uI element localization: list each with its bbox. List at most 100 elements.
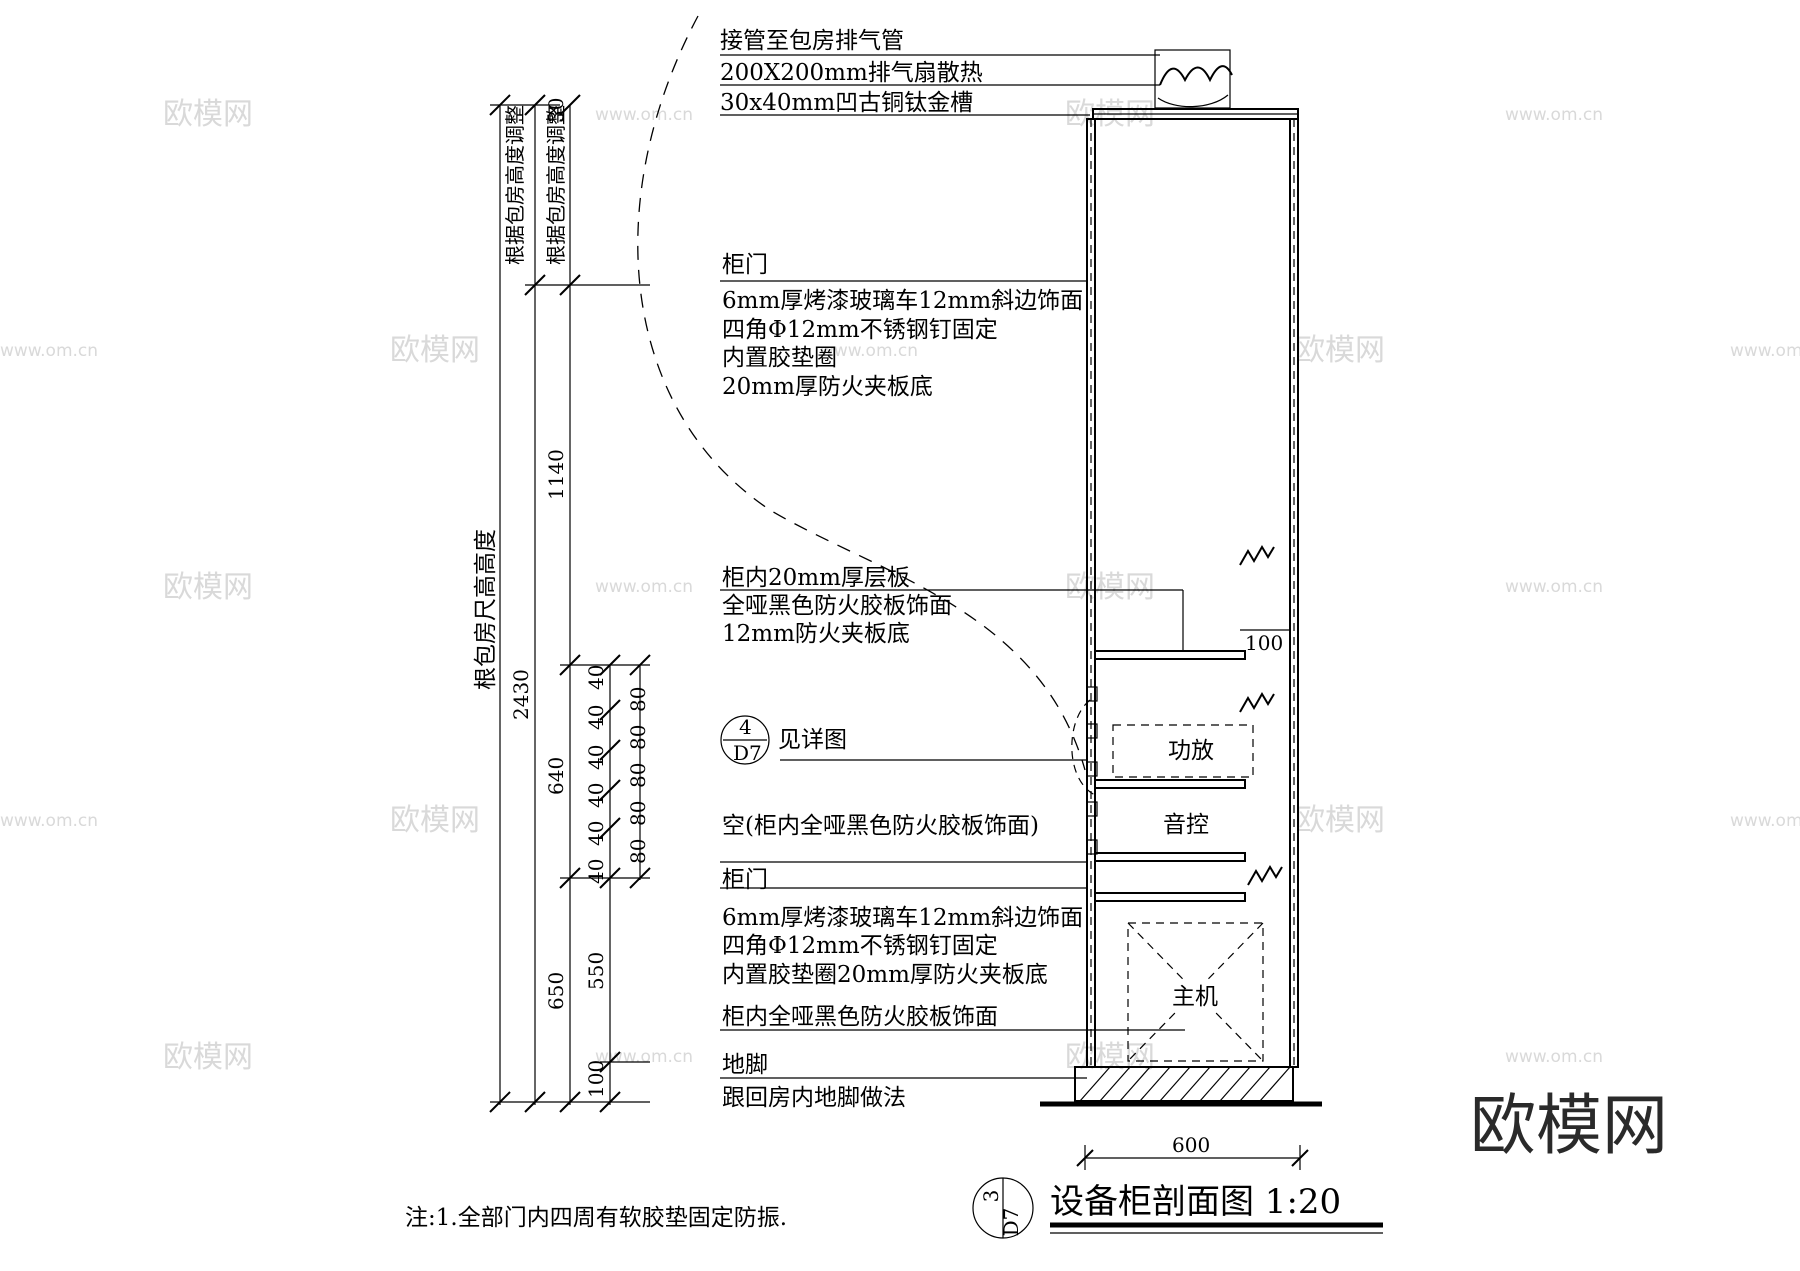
dim-stack-80: 80 — [626, 839, 650, 864]
width-dim-tick — [1291, 1149, 1309, 1167]
watermark-url: www.om.cn — [595, 577, 693, 597]
shelf-upper — [1094, 650, 1246, 660]
vent-block — [1086, 839, 1098, 855]
brand-watermark: 欧模网 — [1470, 1087, 1668, 1164]
label-shelf-line: 12mm防火夹板底 — [722, 621, 910, 647]
dim-adjust-2: 根据包房高度调整 — [544, 105, 568, 265]
label-shelf-title: 柜内20mm厚层板 — [722, 565, 910, 591]
label-door-line: 内置胶垫圈20mm厚防火夹板底 — [722, 962, 1048, 988]
label-door-line: 四角Φ12mm不锈钢钉固定 — [722, 933, 998, 959]
dim-extensions — [490, 104, 650, 1103]
label-see-detail: 见详图 — [778, 727, 847, 753]
watermark-brand: 欧模网 — [1065, 1040, 1155, 1075]
label-empty-note: 空(柜内全哑黑色防火胶板饰面) — [722, 813, 1039, 839]
watermark-url: www.om.cn — [1505, 577, 1603, 597]
break-icon — [1239, 545, 1275, 566]
vent-block — [1086, 801, 1098, 817]
watermark-url: www.om.cn — [0, 341, 98, 361]
dim-total-2430: 2430 — [509, 669, 533, 720]
label-shelf-line: 全哑黑色防火胶板饰面 — [722, 593, 952, 619]
shelf-gap-100: 100 — [1245, 631, 1283, 655]
base-plinth — [1074, 1066, 1294, 1102]
audio-label: 音控 — [1163, 812, 1209, 838]
label-door-line: 6mm厚烤漆玻璃车12mm斜边饰面 — [722, 288, 1083, 314]
dim-stack-40: 40 — [584, 745, 608, 770]
general-note: 注:1.全部门内四周有软胶垫固定防振. — [405, 1205, 787, 1231]
dim-stack-80: 80 — [626, 801, 650, 826]
dim-lower-550: 550 — [584, 952, 608, 990]
amp-label: 功放 — [1168, 738, 1214, 764]
label-door-title: 柜门 — [722, 867, 768, 893]
fan-icon — [1159, 65, 1233, 86]
host-label-bg — [1160, 982, 1230, 1012]
detail-callout-sheet: D7 — [733, 741, 762, 765]
break-icon — [1239, 692, 1275, 713]
vent-block — [1086, 723, 1098, 739]
dim-stack-80: 80 — [626, 687, 650, 712]
dim-lower-650: 650 — [544, 972, 568, 1010]
watermark-url: www.om.cn — [1730, 341, 1800, 361]
dim-base-100: 100 — [584, 1060, 608, 1098]
label-exhaust-pipe: 接管至包房排气管 — [720, 28, 904, 54]
dim-upper-1140: 1140 — [544, 449, 568, 500]
watermark-brand: 欧模网 — [1295, 803, 1385, 838]
title-callout-sheet: D7 — [999, 1208, 1023, 1237]
label-groove: 30x40mm凹古铜钛金槽 — [720, 90, 973, 116]
dim-stack-80: 80 — [626, 725, 650, 750]
title-block: 3 D7 设备柜剖面图 1:20 — [972, 1177, 1383, 1239]
watermark-brand: 欧模网 — [1295, 333, 1385, 368]
dim-stack-40: 40 — [584, 783, 608, 808]
host-label: 主机 — [1172, 984, 1218, 1010]
width-dimension: 600 — [1076, 1133, 1309, 1170]
watermark-url: www.om.cn — [1730, 811, 1800, 831]
shelf-audio — [1094, 852, 1246, 862]
dim-stack-80: 80 — [626, 763, 650, 788]
label-foot-title: 地脚 — [722, 1052, 768, 1078]
label-fan: 200X200mm排气扇散热 — [720, 60, 983, 86]
door-swing-arc — [637, 15, 1086, 771]
watermark-brand: 欧模网 — [1065, 570, 1155, 605]
watermark-brand: 欧模网 — [163, 97, 253, 132]
label-door-line: 6mm厚烤漆玻璃车12mm斜边饰面 — [722, 905, 1083, 931]
break-icon — [1247, 865, 1283, 886]
label-door-line: 内置胶垫圈 — [722, 345, 837, 371]
dim-stack-40: 40 — [584, 859, 608, 884]
plinth-hatch — [1079, 1066, 1291, 1102]
label-door-title: 柜门 — [722, 252, 768, 278]
fan-wave — [1157, 94, 1229, 108]
watermark-url: www.om.cn — [1505, 105, 1603, 125]
dim-stack-40: 40 — [584, 821, 608, 846]
dim-adjust-1: 根据包房高度调整 — [503, 105, 527, 265]
fan-box — [1154, 49, 1231, 109]
leader-lines — [720, 54, 1185, 1079]
dim-outer-label: 根包房尺高高度 — [473, 529, 499, 690]
detail-callout-bubble — [720, 715, 770, 765]
title-callout-number: 3 — [979, 1190, 1003, 1203]
watermark-brand: 欧模网 — [390, 333, 480, 368]
amp-box — [1112, 724, 1254, 778]
width-600: 600 — [1172, 1133, 1210, 1157]
label-inner-finish: 柜内全哑黑色防火胶板饰面 — [722, 1004, 998, 1030]
dim-top-30: 30 — [544, 98, 568, 123]
cabinet-body: 功放 音控 主机 100 — [1040, 49, 1322, 1107]
label-door-line: 四角Φ12mm不锈钢钉固定 — [722, 317, 998, 343]
host-box-diag — [1127, 922, 1264, 1062]
vent-block — [1086, 761, 1098, 777]
watermark-url: www.om.cn — [1505, 1047, 1603, 1067]
detail-callout-number: 4 — [739, 715, 752, 739]
watermark-url: www.om.cn — [0, 811, 98, 831]
dim-stack-40: 40 — [584, 705, 608, 730]
watermark-url: www.om.cn — [820, 341, 918, 361]
label-foot-note: 跟回房内地脚做法 — [722, 1085, 906, 1111]
dim-mid-640: 640 — [544, 757, 568, 795]
label-door-line: 20mm厚防火夹板底 — [722, 374, 933, 400]
dim-stack-40: 40 — [584, 665, 608, 690]
watermark-brand: 欧模网 — [390, 803, 480, 838]
drawing-title: 设备柜剖面图 1:20 — [1050, 1182, 1341, 1222]
host-box — [1127, 922, 1264, 1062]
annotations: 接管至包房排气管 200X200mm排气扇散热 30x40mm凹古铜钛金槽 柜门… — [720, 28, 1083, 1111]
dimension-chains: 根包房尺高高度 2430 根据包房高度调整 根据包房高度调整 30 1140 6… — [473, 94, 651, 1113]
vent-block — [1086, 686, 1098, 702]
watermark-url: www.om.cn — [595, 105, 693, 125]
